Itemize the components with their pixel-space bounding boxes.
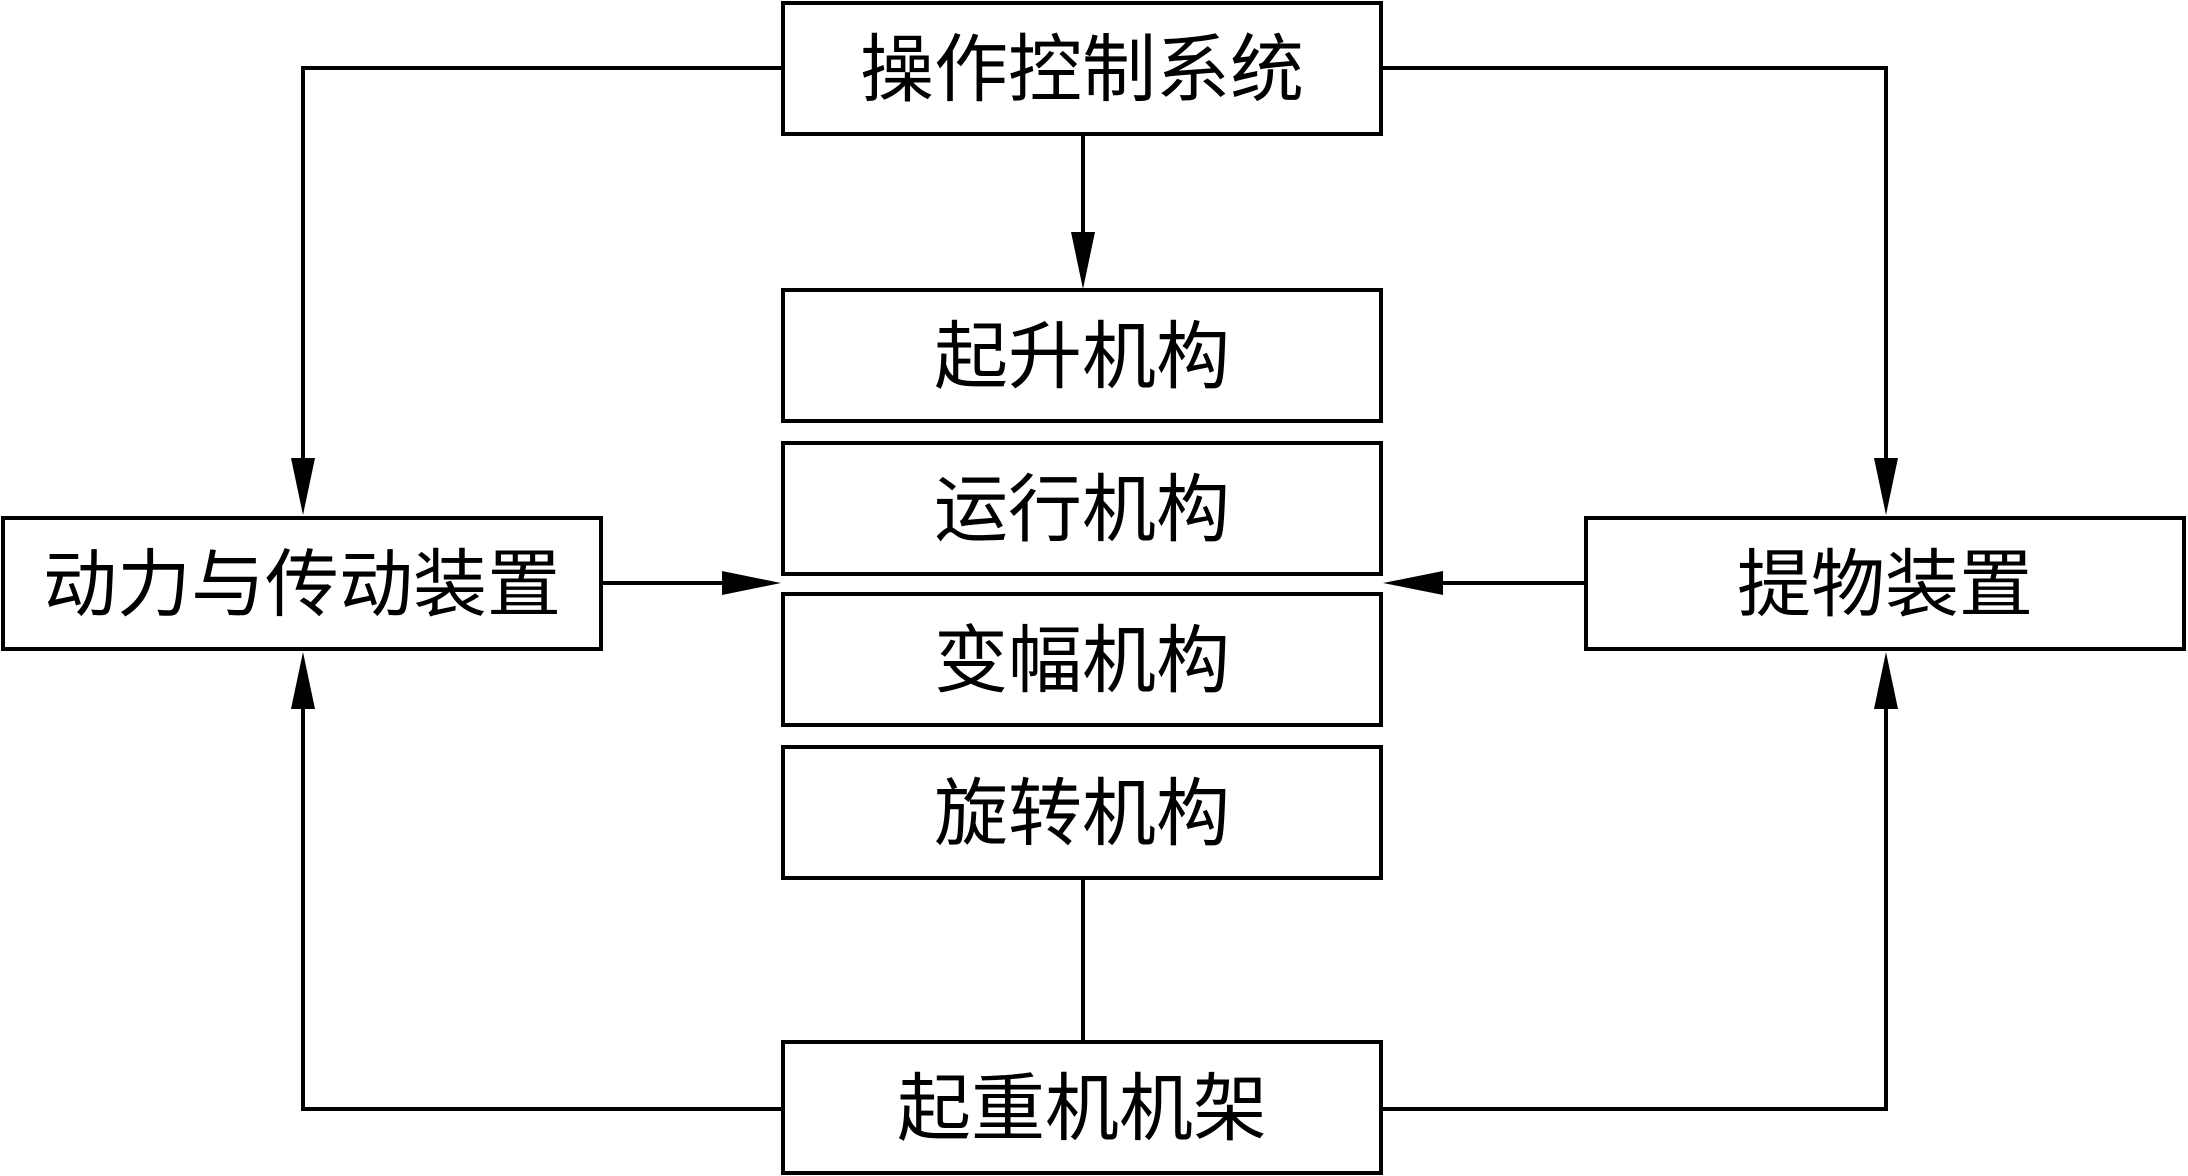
node-slewing-mechanism-label: 旋转机构 <box>934 771 1230 857</box>
arrowhead-control-to-lifting <box>1874 458 1898 515</box>
connectors <box>291 66 1898 1111</box>
node-hoisting-mechanism-label: 起升机构 <box>934 314 1230 400</box>
edge-frame-to-power <box>301 700 783 1111</box>
node-slewing-mechanism: 旋转机构 <box>781 745 1383 880</box>
arrowhead-frame-to-power <box>291 652 315 709</box>
edge-control-to-lifting <box>1381 66 1888 468</box>
node-lifting-device-label: 提物装置 <box>1737 542 2033 628</box>
node-lifting-device: 提物装置 <box>1584 516 2186 651</box>
node-luffing-mechanism: 变幅机构 <box>781 592 1383 727</box>
node-control-system: 操作控制系统 <box>781 1 1383 136</box>
node-power-transmission-label: 动力与传动装置 <box>43 542 561 628</box>
edge-control-to-power <box>301 66 783 468</box>
arrowhead-control-to-hoisting <box>1071 232 1095 289</box>
node-luffing-mechanism-label: 变幅机构 <box>934 618 1230 704</box>
arrowhead-lifting-to-mechanisms <box>1383 571 1443 595</box>
arrowhead-power-to-mechanisms <box>722 571 781 595</box>
node-crane-frame-label: 起重机机架 <box>897 1066 1267 1152</box>
edge-frame-to-lifting <box>1381 700 1888 1111</box>
node-power-transmission: 动力与传动装置 <box>1 516 603 651</box>
node-hoisting-mechanism: 起升机构 <box>781 288 1383 423</box>
arrowhead-frame-to-lifting <box>1874 652 1898 709</box>
node-crane-frame: 起重机机架 <box>781 1040 1383 1175</box>
node-control-system-label: 操作控制系统 <box>860 27 1304 113</box>
node-travelling-mechanism-label: 运行机构 <box>934 467 1230 553</box>
node-travelling-mechanism: 运行机构 <box>781 441 1383 576</box>
arrowhead-control-to-power <box>291 458 315 515</box>
